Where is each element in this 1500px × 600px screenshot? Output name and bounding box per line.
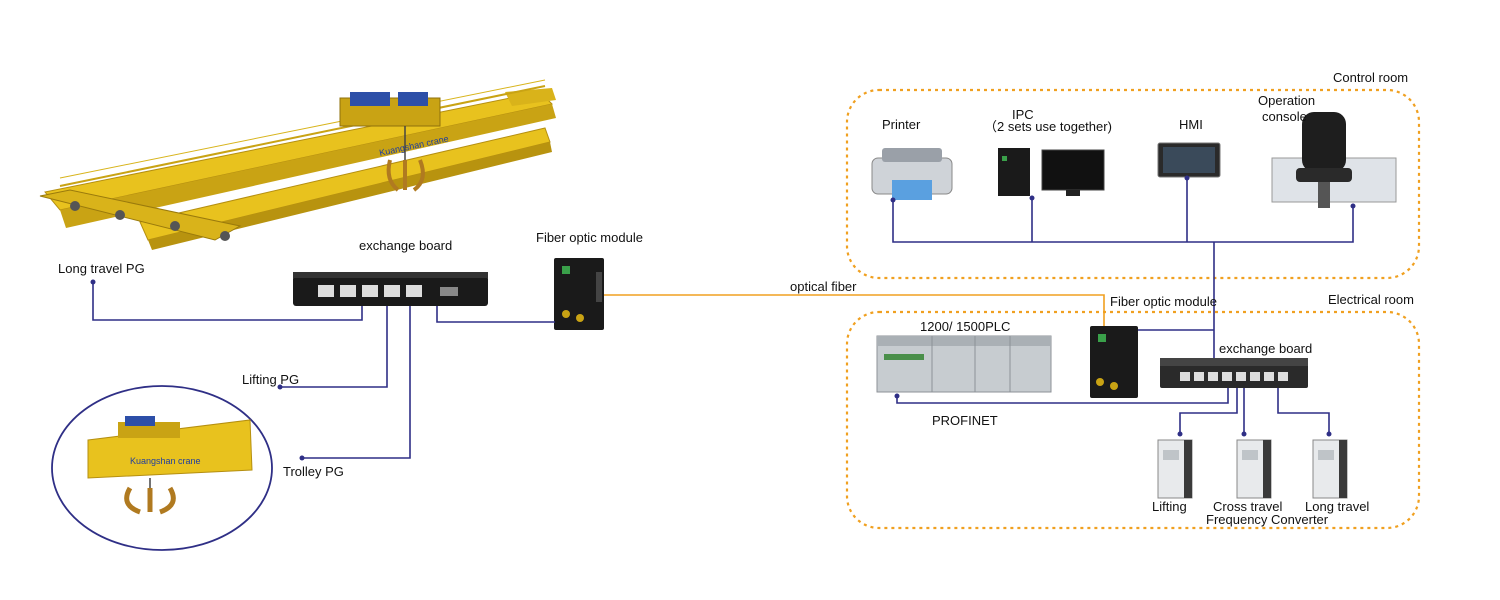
room-fiber-module-label: Fiber optic module: [1110, 294, 1217, 309]
profinet-label: PROFINET: [932, 413, 998, 428]
hmi-label: HMI: [1179, 117, 1203, 132]
field-exchange-board-label: exchange board: [359, 238, 452, 253]
frequency-converter-label: Frequency Converter: [1206, 512, 1329, 527]
room-exchange-board-label: exchange board: [1219, 341, 1312, 356]
grab-trolley-inset: Kuangshan crane: [51, 385, 273, 551]
operation-console-label-2: console: [1262, 109, 1307, 124]
operation-console-label-1: Operation: [1258, 93, 1315, 108]
optical-fiber-link: [604, 294, 1105, 328]
field-fiber-optic-module: [554, 258, 604, 330]
electrical-room-zone: [845, 310, 1421, 530]
bridge-crane-illustration: Kuangshan crane: [39, 79, 556, 250]
operation-console-device: [1271, 112, 1397, 208]
trolley-pg-label: Trolley PG: [283, 464, 344, 479]
room-fiber-optic-module: [1090, 326, 1138, 398]
printer-label: Printer: [882, 117, 921, 132]
lifting-label: Lifting: [1152, 499, 1187, 514]
converter-long-travel: [1312, 439, 1348, 499]
ipc-label: IPC: [1012, 107, 1034, 122]
long-travel-label: Long travel: [1305, 499, 1369, 514]
electrical-room-wiring: [894, 329, 1332, 437]
control-room-bus: [890, 175, 1356, 382]
long-travel-pg-label: Long travel PG: [58, 261, 145, 276]
field-wiring: [90, 279, 555, 461]
ipc-sublabel: （2 sets use together): [984, 119, 1112, 134]
electrical-room-label: Electrical room: [1328, 292, 1414, 307]
control-room-label: Control room: [1333, 70, 1408, 85]
control-room-zone: [845, 88, 1421, 280]
ipc-device: [998, 148, 1105, 196]
plc-device: [876, 335, 1052, 393]
field-exchange-board: [293, 272, 488, 306]
plc-label: 1200/ 1500PLC: [920, 319, 1010, 334]
room-exchange-board: [1160, 358, 1308, 388]
printer-device: [871, 148, 953, 200]
hmi-device: [1157, 142, 1221, 178]
cross-travel-label: Cross travel: [1213, 499, 1282, 514]
inset-brand-text: Kuangshan crane: [130, 456, 201, 466]
converter-cross-travel: [1236, 439, 1272, 499]
converter-lifting: [1157, 439, 1193, 499]
lifting-pg-label: Lifting PG: [242, 372, 299, 387]
optical-fiber-label: optical fiber: [790, 279, 857, 294]
field-fiber-module-label: Fiber optic module: [536, 230, 643, 245]
